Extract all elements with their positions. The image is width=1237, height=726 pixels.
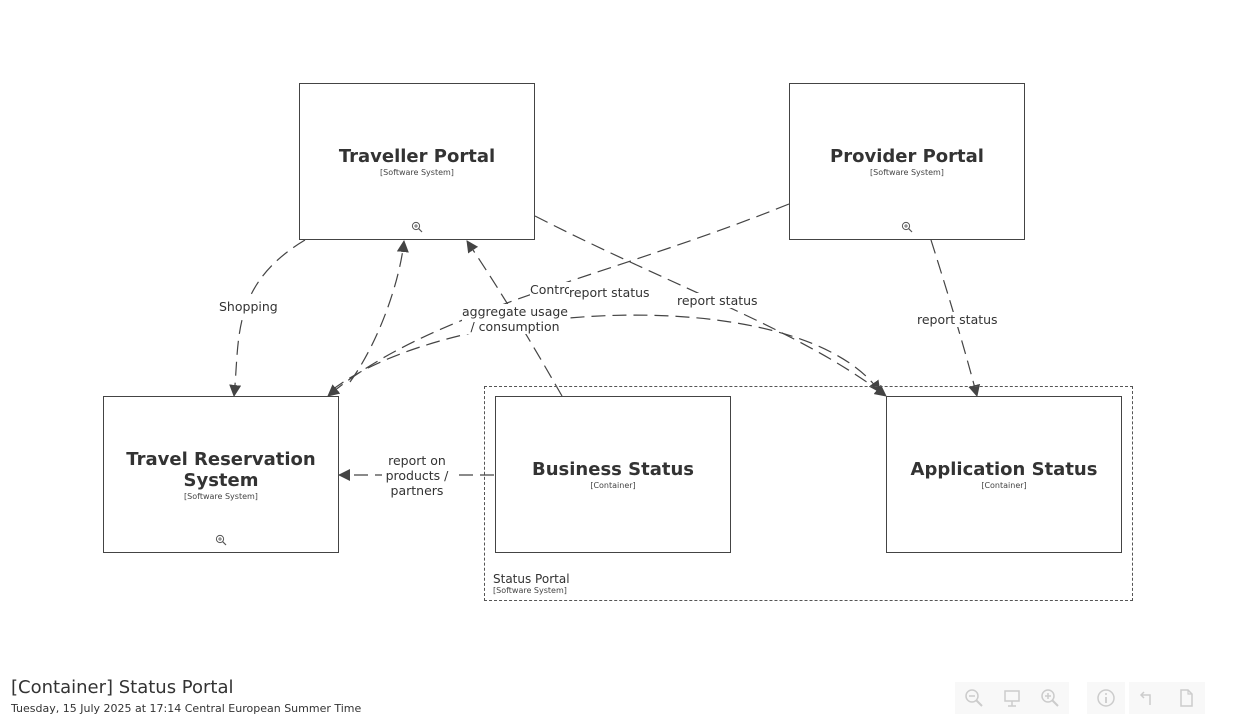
- boundary-type: [Software System]: [493, 586, 567, 595]
- zoom-in-icon[interactable]: [215, 534, 227, 546]
- edge-traveller-to-application[interactable]: [534, 215, 887, 397]
- business-status-title: Business Status: [532, 459, 694, 480]
- export-png-icon[interactable]: [1167, 682, 1205, 714]
- diagram-date: Tuesday, 15 July 2025 at 17:14 Central E…: [11, 702, 362, 715]
- diagram-toolbar: [955, 682, 1205, 714]
- diagram-title: [Container] Status Portal: [11, 677, 234, 698]
- edge-reservation-to-application[interactable]: [331, 314, 881, 393]
- undo-icon[interactable]: [1129, 682, 1167, 714]
- status-portal-boundary[interactable]: Status Portal [Software System]: [484, 386, 1133, 601]
- provider-portal-box[interactable]: Provider Portal [Software System]: [789, 83, 1025, 240]
- edge-label-aggregate: aggregate usage / consumption: [462, 304, 568, 334]
- business-status-type: [Container]: [590, 481, 636, 490]
- business-status-box[interactable]: Business Status [Container]: [495, 396, 731, 553]
- edge-label-shopping: Shopping: [219, 299, 278, 314]
- traveller-portal-type: [Software System]: [380, 168, 454, 177]
- edge-reservation-to-traveller[interactable]: [349, 240, 409, 383]
- traveller-portal-box[interactable]: Traveller Portal [Software System]: [299, 83, 535, 240]
- zoom-in-icon[interactable]: [411, 221, 423, 233]
- boundary-title: Status Portal: [493, 572, 570, 586]
- edge-label-contro: Contro: [530, 282, 572, 297]
- travel-reservation-type: [Software System]: [184, 491, 258, 501]
- info-icon[interactable]: [1087, 682, 1125, 714]
- travel-reservation-title: Travel Reservation System: [126, 448, 316, 491]
- edge-label-report-status-2: report status: [677, 293, 758, 308]
- present-icon[interactable]: [993, 682, 1031, 714]
- application-status-title: Application Status: [910, 459, 1098, 480]
- zoom-out-icon[interactable]: [955, 682, 993, 714]
- application-status-box[interactable]: Application Status [Container]: [886, 396, 1122, 553]
- edge-label-report-status-3: report status: [917, 312, 998, 327]
- zoom-in-icon[interactable]: [901, 221, 913, 233]
- edge-label-report-status-1: report status: [569, 285, 650, 300]
- provider-portal-title: Provider Portal: [830, 146, 984, 167]
- traveller-portal-title: Traveller Portal: [338, 146, 496, 167]
- provider-portal-type: [Software System]: [870, 168, 944, 177]
- edge-shopping[interactable]: [229, 239, 306, 397]
- edge-label-report-on: report on products / partners: [382, 453, 452, 498]
- zoom-in-icon[interactable]: [1031, 682, 1069, 714]
- travel-reservation-box[interactable]: Travel Reservation System [Software Syst…: [103, 396, 339, 553]
- application-status-type: [Container]: [981, 481, 1027, 490]
- edge-provider-to-reservation[interactable]: [327, 203, 790, 397]
